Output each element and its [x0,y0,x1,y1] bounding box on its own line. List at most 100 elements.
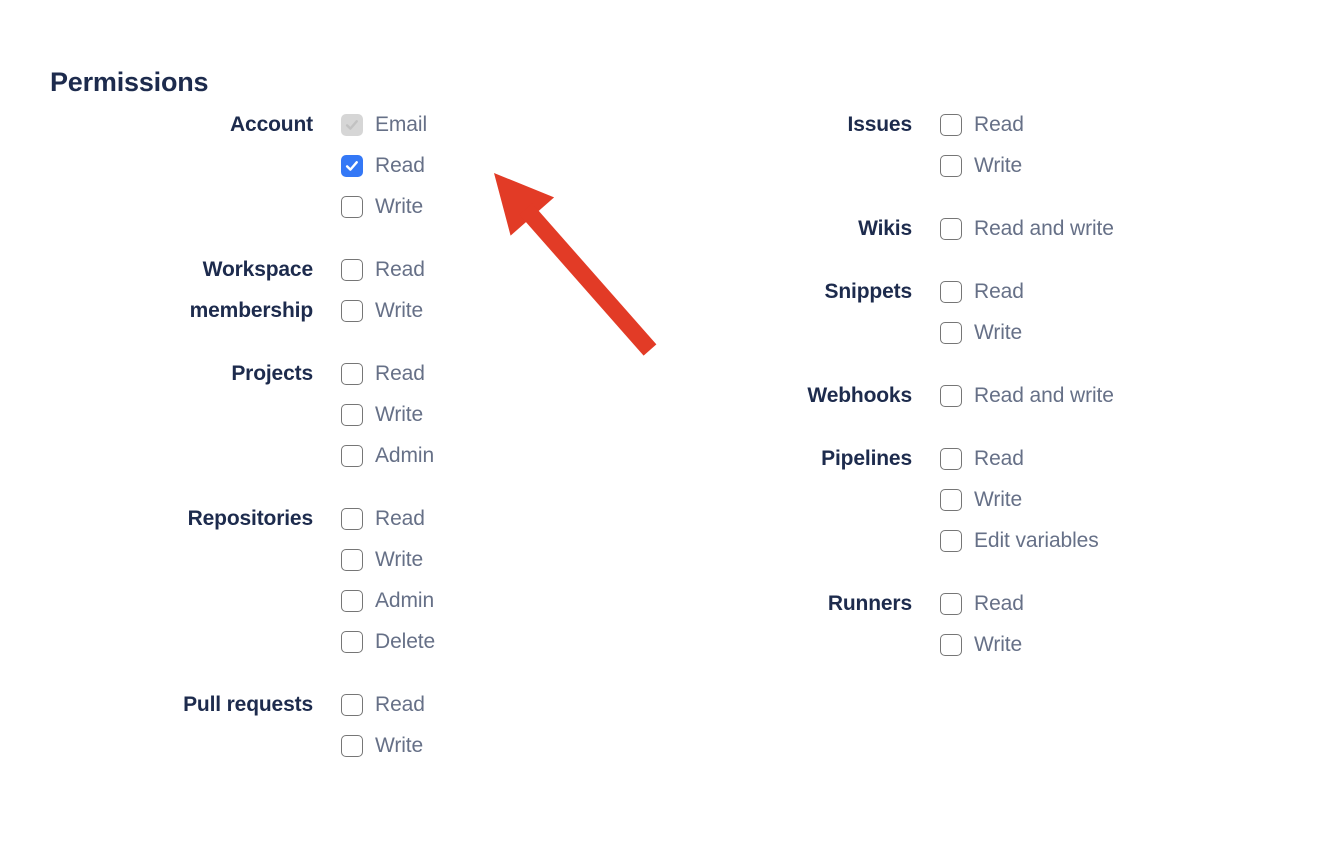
permission-group: Webhooks Read and write [570,375,1190,416]
permission-option-workspace-membership-write[interactable]: Write [341,290,520,331]
checkbox-pipelines-read[interactable] [940,447,962,470]
permission-option-projects-admin[interactable]: Admin [341,435,520,476]
permission-option-label: Edit variables [974,529,1099,552]
checkbox-snippets-write[interactable] [940,321,962,344]
checkbox-projects-write[interactable] [341,403,363,426]
checkbox-account-write[interactable] [341,195,363,218]
check-icon [345,118,359,131]
checkbox-account-read[interactable] [341,154,363,177]
permission-option-label: Read [375,154,425,177]
permission-option-snippets-read[interactable]: Read [940,271,1190,312]
permission-option-label: Read and write [974,384,1114,407]
permission-group-label: Pipelines [821,447,912,470]
checkbox-pull-requests-read[interactable] [341,693,363,716]
permission-option-pipelines-write[interactable]: Write [940,479,1190,520]
permission-group-label: Issues [847,113,913,136]
permission-option-label: Email [375,113,428,136]
permission-group-label: Webhooks [807,384,912,407]
permission-option-pipelines-read[interactable]: Read [940,438,1190,479]
permission-group-label: Runners [827,592,912,615]
permission-option-label: Write [974,633,1023,656]
permission-option-webhooks-read-and-write[interactable]: Read and write [940,375,1190,416]
permission-option-repositories-delete[interactable]: Delete [341,621,520,662]
permission-option-label: Write [974,154,1023,177]
permission-option-label: Read [375,362,425,385]
permission-option-account-email: Email [341,104,520,145]
permission-group-label: Account [230,113,313,136]
permission-group-label: Wikis [858,217,912,240]
permission-option-snippets-write[interactable]: Write [940,312,1190,353]
checkbox-repositories-admin[interactable] [341,589,363,612]
permission-option-pull-requests-read[interactable]: Read [341,684,520,725]
checkbox-runners-write[interactable] [940,633,962,656]
permission-option-issues-write[interactable]: Write [940,145,1190,186]
permission-option-pipelines-edit-variables[interactable]: Edit variables [940,520,1190,561]
checkbox-repositories-read[interactable] [341,507,363,530]
checkbox-pipelines-write[interactable] [940,488,962,511]
permission-option-projects-write[interactable]: Write [341,394,520,435]
permission-option-runners-read[interactable]: Read [940,583,1190,624]
permission-option-label: Read [375,258,425,281]
permission-option-repositories-admin[interactable]: Admin [341,580,520,621]
permission-option-repositories-write[interactable]: Write [341,539,520,580]
permission-option-runners-write[interactable]: Write [940,624,1190,665]
permission-option-label: Read [974,113,1024,136]
permission-option-label: Delete [375,630,436,653]
permission-option-label: Read [375,507,425,530]
checkbox-webhooks-read-and-write[interactable] [940,384,962,407]
checkbox-workspace-membership-write[interactable] [341,299,363,322]
permission-group-label: Repositories [187,507,314,530]
checkbox-repositories-delete[interactable] [341,630,363,653]
checkbox-pull-requests-write[interactable] [341,734,363,757]
checkbox-issues-read[interactable] [940,113,962,136]
permission-option-label: Read [375,693,425,716]
permission-option-wikis-read-and-write[interactable]: Read and write [940,208,1190,249]
permission-option-label: Admin [375,444,435,467]
check-icon [345,159,359,172]
permission-option-label: Write [375,195,424,218]
permission-group-label: Snippets [824,280,913,303]
checkbox-projects-read[interactable] [341,362,363,385]
checkbox-pipelines-edit-variables[interactable] [940,529,962,552]
checkbox-snippets-read[interactable] [940,280,962,303]
checkbox-runners-read[interactable] [940,592,962,615]
permission-option-projects-read[interactable]: Read [341,353,520,394]
checkbox-account-email [341,113,363,136]
permission-group: Wikis Read and write [570,208,1190,249]
checkbox-projects-admin[interactable] [341,444,363,467]
permission-option-list: Read and write [940,208,1190,249]
permission-option-workspace-membership-read[interactable]: Read [341,249,520,290]
page-title: Permissions [50,67,209,98]
checkbox-workspace-membership-read[interactable] [341,258,363,281]
permission-option-pull-requests-write[interactable]: Write [341,725,520,766]
permission-option-label: Read [974,280,1024,303]
checkbox-repositories-write[interactable] [341,548,363,571]
permission-option-issues-read[interactable]: Read [940,104,1190,145]
permission-option-repositories-read[interactable]: Read [341,498,520,539]
checkbox-wikis-read-and-write[interactable] [940,217,962,240]
checkbox-issues-write[interactable] [940,154,962,177]
permission-option-account-read[interactable]: Read [341,145,520,186]
permission-option-label: Write [375,299,424,322]
permission-option-label: Admin [375,589,435,612]
permission-option-label: Write [375,403,424,426]
permission-option-list: Read and write [940,375,1190,416]
permission-option-label: Write [375,734,424,757]
permission-option-account-write[interactable]: Write [341,186,520,227]
